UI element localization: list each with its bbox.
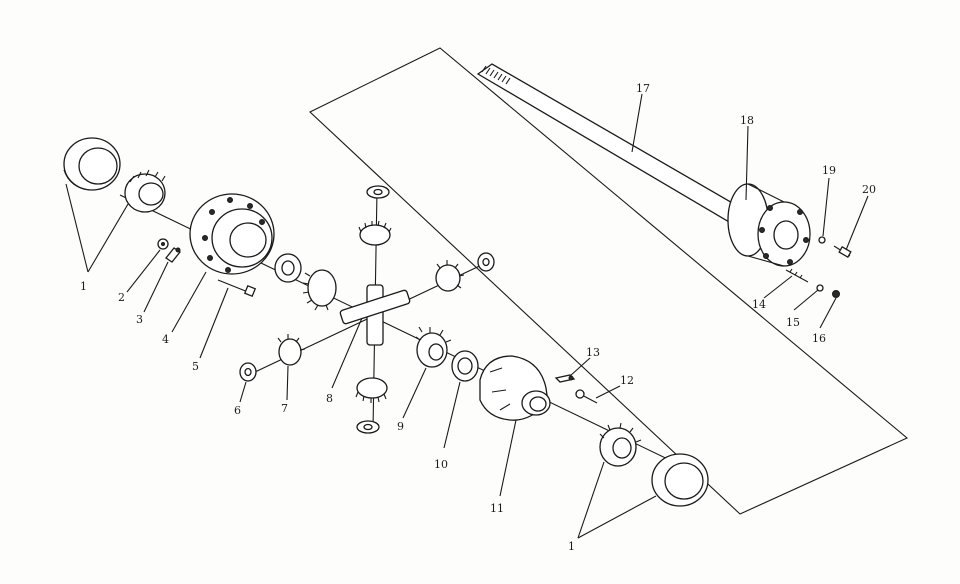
callout-17: 17: [636, 82, 650, 95]
callout-5: 5: [192, 360, 199, 373]
callout-11: 11: [490, 502, 504, 515]
callout-10: 10: [434, 458, 448, 471]
callout-labels: 1 2 3 4 5 6 7 8 9 10 11 12 13 1 14 15 16…: [80, 82, 876, 553]
bottom-pinion: [355, 377, 388, 403]
bolt-part: [575, 389, 598, 404]
bearing-cone-left: [124, 169, 166, 213]
pinion-thrust-washer-part: [239, 362, 257, 382]
top-washer: [366, 185, 390, 199]
cross-shaft-part: [339, 284, 411, 346]
callout-12: 12: [620, 374, 634, 387]
differential-case-flange: [189, 193, 275, 275]
washer-small-part: [818, 236, 826, 244]
callout-3: 3: [136, 313, 143, 326]
planet-pinion-left: [277, 334, 306, 366]
shaft-panel-outline: [309, 47, 909, 515]
callout-20: 20: [862, 183, 876, 196]
axle-shaft-part: [476, 63, 750, 227]
lock-plate-part: [165, 247, 181, 263]
stud-part: [785, 268, 809, 283]
bottom-washer: [356, 420, 380, 434]
callout-7: 7: [281, 402, 288, 415]
bearing-cup-right: [651, 453, 709, 507]
screw-part: [833, 245, 852, 258]
washer-part: [816, 284, 824, 292]
case-bolt-part: [217, 279, 257, 298]
top-pinion: [358, 220, 392, 246]
callout-14: 14: [752, 298, 766, 311]
right-small-washer: [477, 252, 495, 272]
callout-9: 9: [397, 420, 404, 433]
callout-1-left: 1: [80, 280, 87, 293]
hub-flange-part: [727, 183, 811, 267]
differential-case-half-part: [479, 355, 551, 421]
side-gear-washer-part: [451, 350, 479, 382]
flange-washer: [274, 253, 302, 283]
callout-6: 6: [234, 404, 241, 417]
leader-lines: [65, 93, 869, 539]
side-gear-right: [415, 326, 452, 368]
side-gear-left: [302, 269, 337, 311]
callout-19: 19: [822, 164, 836, 177]
callout-13: 13: [586, 346, 600, 359]
callout-16: 16: [812, 332, 826, 345]
right-pinion: [435, 260, 465, 292]
nut-part: [832, 290, 840, 298]
callout-1-right: 1: [568, 540, 575, 553]
bolt-nut-part: [157, 238, 169, 250]
bearing-cone-right: [599, 422, 642, 467]
lock-plate-small-part: [554, 374, 576, 383]
callout-4: 4: [162, 333, 169, 346]
callout-18: 18: [740, 114, 754, 127]
callout-15: 15: [786, 316, 800, 329]
callout-8: 8: [326, 392, 333, 405]
callout-2: 2: [118, 291, 125, 304]
bearing-cup-left: [63, 137, 121, 191]
